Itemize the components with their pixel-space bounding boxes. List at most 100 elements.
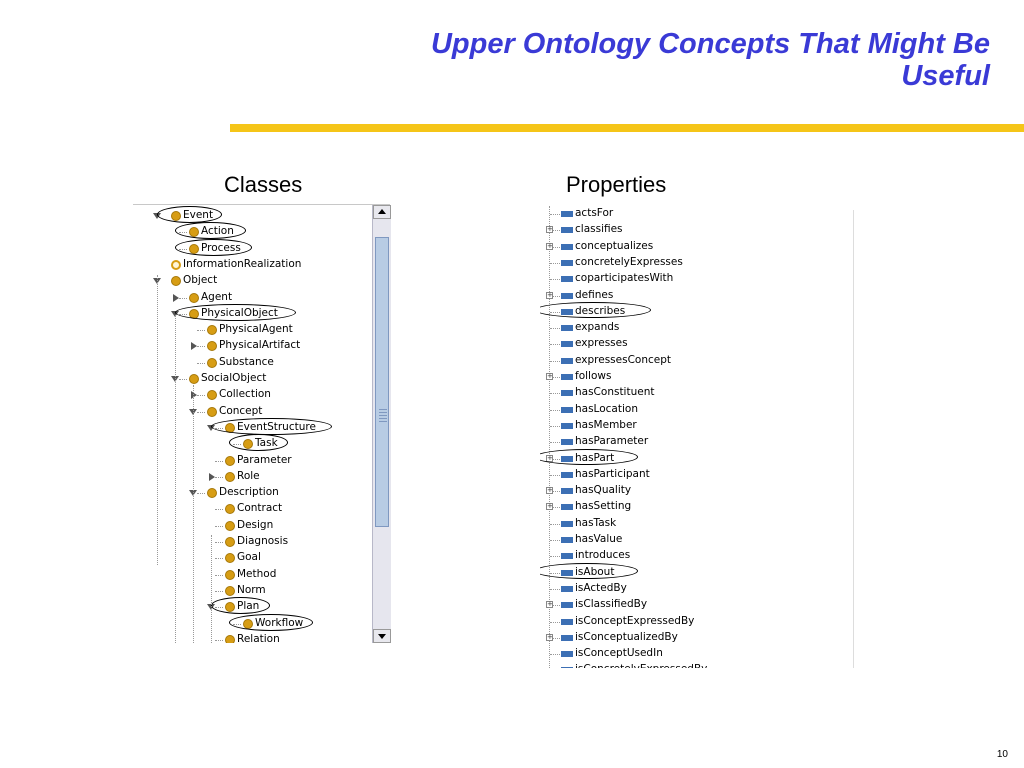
tree-node[interactable]: Role [133,469,372,485]
property-row[interactable]: +isClassifiedBy [540,597,853,613]
tree-node[interactable]: InformationRealization [133,257,372,273]
tree-connector [550,425,560,427]
property-row[interactable]: expressesConcept [540,353,853,369]
property-row[interactable]: +conceptualizes [540,239,853,255]
tree-node[interactable]: Description [133,485,372,501]
tree-node[interactable]: Method [133,567,372,583]
tree-node-label: Collection [219,388,271,401]
property-label: isConcretelyExpressedBy [575,663,707,668]
property-row[interactable]: +isConceptualizedBy [540,630,853,646]
expand-plus-icon[interactable]: + [546,225,553,234]
tree-node[interactable]: Process [133,241,372,257]
property-row[interactable]: +follows [540,369,853,385]
tree-node-label: Concept [219,404,263,417]
property-row[interactable]: actsFor [540,206,853,222]
tree-node-label: Role [237,469,260,482]
property-icon [561,243,573,250]
tree-node[interactable]: Concept [133,404,372,420]
tree-connector [550,393,560,395]
property-icon [561,341,573,348]
scroll-down-button[interactable] [373,629,391,643]
property-icon [561,585,573,592]
property-row[interactable]: hasParameter [540,434,853,450]
property-row[interactable]: + classifies [540,222,853,238]
tree-node[interactable]: Goal [133,550,372,566]
tree-connector [215,460,223,462]
property-row[interactable]: isConceptExpressedBy [540,614,853,630]
property-row[interactable]: isActedBy [540,581,853,597]
property-label: classifies [575,223,623,236]
tree-node-label: Parameter [237,453,292,466]
tree-node[interactable]: Agent [133,290,372,306]
property-icon [561,651,573,658]
class-circle-icon [225,455,235,466]
property-row[interactable]: introduces [540,548,853,564]
tree-node-label: PhysicalAgent [219,323,293,336]
tree-node[interactable]: Object [133,273,372,289]
tree-node[interactable]: Contract [133,501,372,517]
expand-right-icon[interactable] [209,472,215,481]
expand-right-icon[interactable] [173,293,179,302]
tree-node-label: SocialObject [201,372,267,384]
property-row[interactable]: hasTask [540,516,853,532]
expand-right-icon[interactable] [191,342,197,351]
property-row[interactable]: hasConstituent [540,385,853,401]
property-row[interactable]: +defines [540,288,853,304]
property-row[interactable]: expands [540,320,853,336]
property-row[interactable]: coparticipatesWith [540,271,853,287]
property-row[interactable]: + hasSetting [540,499,853,515]
tree-node-label: Object [183,274,218,287]
tree-node[interactable]: PhysicalAgent [133,322,372,338]
tree-node[interactable]: Parameter [133,453,372,469]
tree-node-label: Contract [237,502,283,515]
expand-plus-icon[interactable]: + [546,290,553,299]
tree-connector [550,246,560,248]
property-row[interactable]: hasParticipant [540,467,853,483]
expand-plus-icon[interactable]: + [546,241,553,250]
expand-right-icon[interactable] [191,391,197,400]
scroll-thumb[interactable] [375,237,389,527]
tree-node[interactable]: Diagnosis [133,534,372,550]
tree-node[interactable]: Norm [133,583,372,599]
property-row[interactable]: hasValue [540,532,853,548]
tree-node[interactable]: Collection [133,387,372,403]
tree-connector [550,605,560,607]
property-row[interactable]: isConceptUsedIn [540,646,853,662]
tree-node[interactable]: Substance [133,355,372,371]
property-icon [561,276,573,283]
property-row[interactable]: isConcretelyExpressedBy [540,662,853,668]
tree-connector [215,525,223,527]
tree-connector [550,474,560,476]
tree-node-label: Goal [237,551,261,564]
class-circle-icon [225,520,235,531]
tree-node[interactable]: PhysicalArtifact [133,338,372,354]
tree-guide-line [175,315,176,643]
expand-plus-icon[interactable]: + [546,632,553,641]
property-label: expressesConcept [575,353,671,366]
property-label: hasQuality [575,484,632,497]
property-label: hasSetting [575,500,632,513]
scroll-up-button[interactable] [373,205,391,219]
property-row[interactable]: + hasQuality [540,483,853,499]
expand-plus-icon[interactable]: + [546,372,553,380]
class-tree-scrollbar[interactable] [372,205,391,643]
tree-connector [550,295,560,297]
property-row[interactable]: hasLocation [540,402,853,418]
tree-node[interactable]: SocialObject [133,371,372,387]
tree-node[interactable]: Action [133,224,372,240]
class-circle-icon [207,357,217,368]
tree-connector [215,509,223,511]
property-icon [561,553,573,560]
tree-node[interactable]: Design [133,518,372,534]
property-row[interactable]: concretelyExpresses [540,255,853,271]
expand-plus-icon[interactable]: + [546,600,553,609]
tree-node-label: Relation [237,632,280,643]
property-row[interactable]: hasMember [540,418,853,434]
expand-plus-icon[interactable]: + [546,502,553,511]
property-row[interactable]: expresses [540,336,853,352]
tree-node[interactable]: Relation [133,632,372,643]
highlight-oval [157,206,222,223]
expand-plus-icon[interactable]: + [546,486,553,495]
